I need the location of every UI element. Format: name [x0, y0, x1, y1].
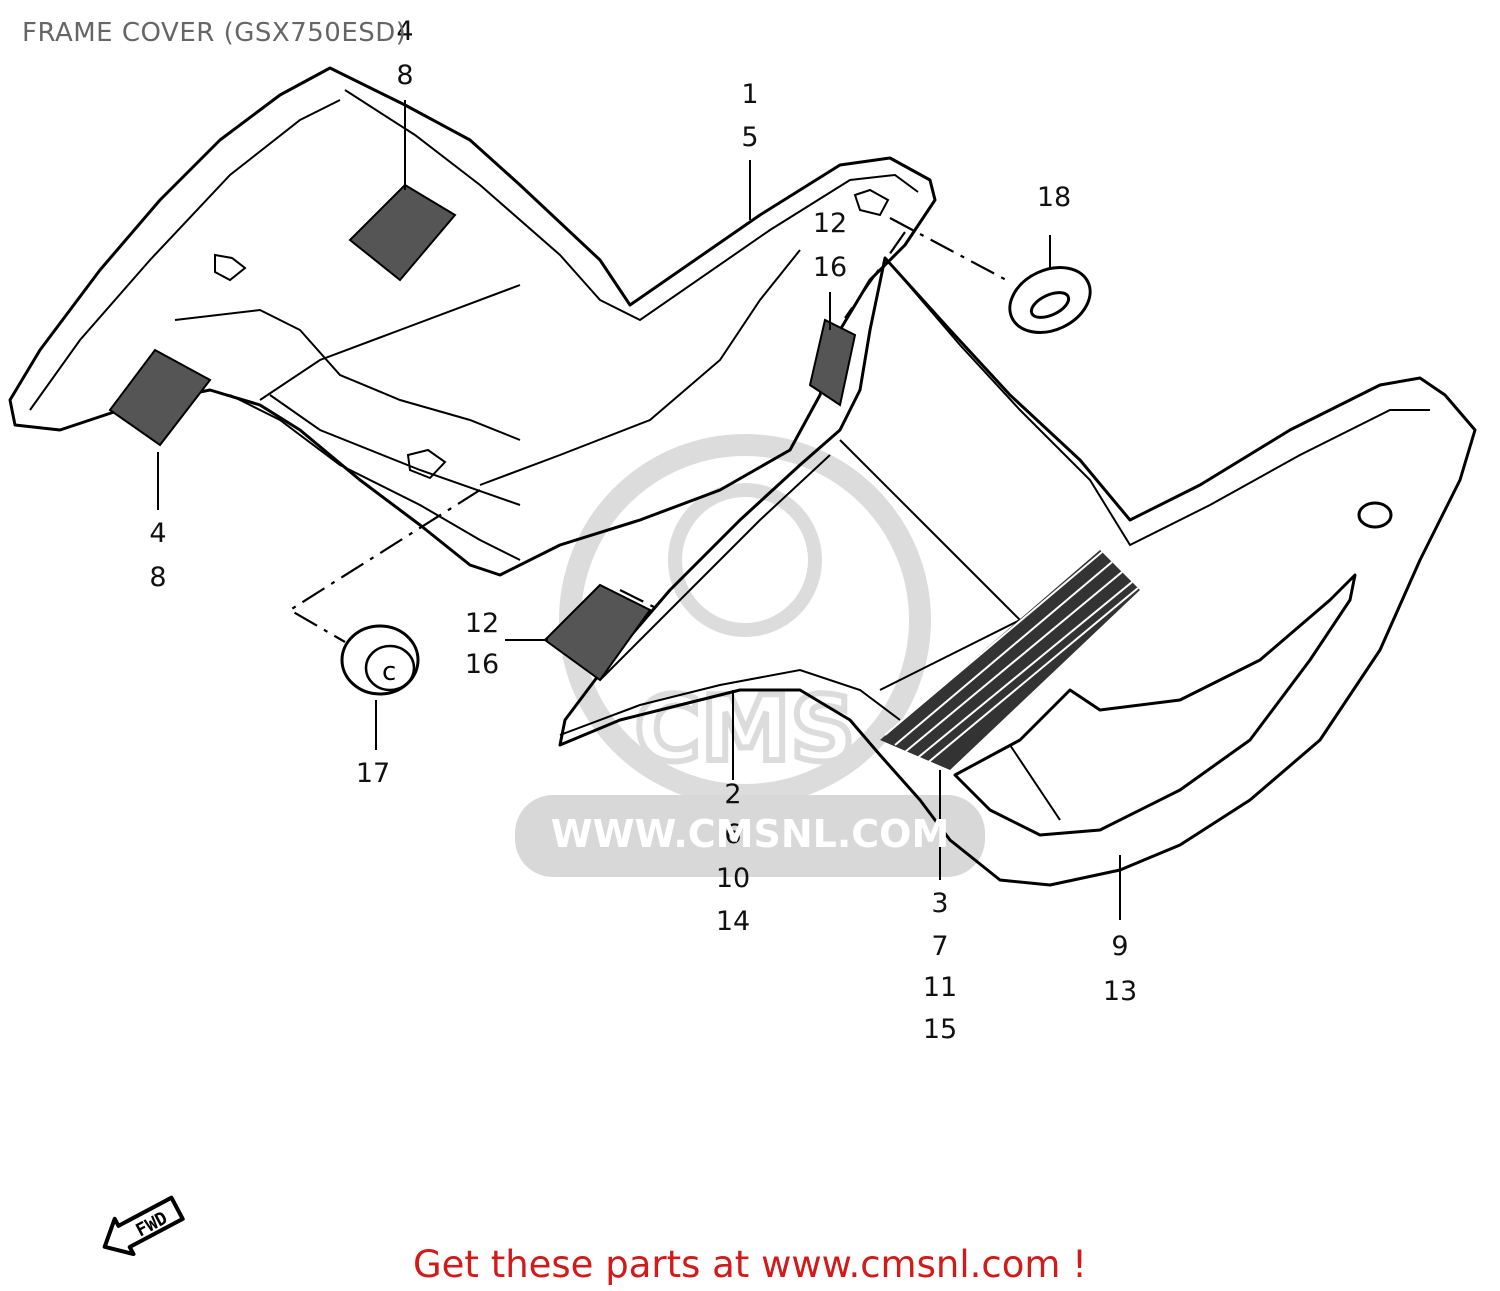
callout-label: 12: [813, 208, 847, 239]
callout-label: 16: [813, 252, 847, 283]
callout-label: 6: [724, 819, 741, 850]
assembly-line-17: [287, 489, 481, 643]
callout-label: 17: [356, 758, 390, 789]
callout-label: 2: [724, 779, 741, 810]
callout-label: 14: [716, 906, 750, 937]
callout-label: 7: [931, 931, 948, 962]
callout-c6: 12 16: [465, 608, 499, 680]
forward-arrow-icon: FWD: [102, 1195, 185, 1257]
assembly-line-18: [889, 217, 1011, 283]
svg-text:CMS: CMS: [635, 677, 855, 782]
callout-label: 11: [923, 972, 957, 1003]
callout-label: 12: [465, 608, 499, 639]
assembly-line-slot: [844, 231, 906, 319]
callout-label: 5: [741, 122, 758, 153]
callout-c7: 17: [356, 758, 390, 789]
vent-stripes: [880, 550, 1140, 770]
callout-label: 16: [465, 649, 499, 680]
callout-label: 4: [396, 16, 413, 47]
callout-label: 13: [1103, 976, 1137, 1007]
grommet-18: [1008, 266, 1092, 334]
callout-label: 3: [931, 888, 948, 919]
svg-text:c: c: [382, 657, 396, 687]
callout-label: 8: [396, 60, 413, 91]
callout-label: 10: [716, 863, 750, 894]
callout-label: 4: [149, 518, 166, 549]
callout-c1: 4 8: [396, 16, 413, 91]
callout-label: 18: [1037, 182, 1071, 213]
callout-label: 15: [923, 1014, 957, 1045]
callout-c3: 18: [1037, 182, 1071, 213]
callout-c8: 2 6 10 14: [716, 779, 750, 937]
footer-link[interactable]: Get these parts at www.cmsnl.com !: [412, 1243, 1087, 1286]
callout-c10: 9 13: [1103, 931, 1137, 1007]
watermark-logo: CMS: [515, 434, 985, 877]
callout-label: 9: [1111, 931, 1128, 962]
callout-label: 8: [149, 562, 166, 593]
callout-label: 1: [741, 79, 758, 110]
leader-lines: [157, 100, 1121, 920]
page-title: FRAME COVER (GSX750ESD): [22, 18, 407, 48]
callout-c5: 4 8: [149, 518, 166, 593]
side-cover: [543, 256, 1477, 887]
upper-frame-cover: [8, 66, 937, 577]
grommet-17: c: [340, 624, 420, 696]
assembly-line-pad: [619, 589, 661, 611]
callout-c2: 1 5: [741, 79, 758, 153]
callout-c9: 3 7 11 15: [923, 888, 957, 1045]
callout-c4: 12 16: [813, 208, 847, 283]
